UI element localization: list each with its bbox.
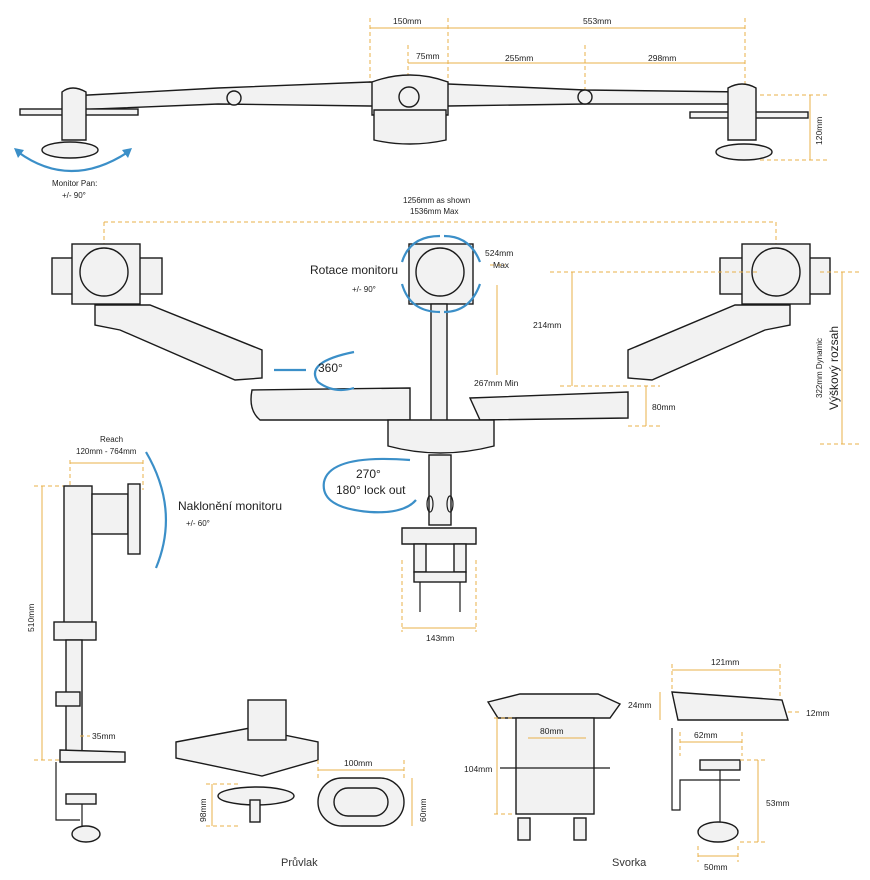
dim-553: 553mm <box>583 16 611 26</box>
grommet-dim-100: 100mm <box>344 758 372 768</box>
lock-label-180: 180° lock out <box>336 483 406 497</box>
reach-range: 120mm - 764mm <box>76 447 137 456</box>
dim-298: 298mm <box>648 53 676 63</box>
dim-214: 214mm <box>533 320 561 330</box>
pan-arrow-icon <box>17 151 129 173</box>
monitor-right <box>719 243 831 305</box>
grommet-dim-98: 98mm <box>198 798 208 822</box>
rotation-title: Rotace monitoru <box>310 263 398 277</box>
front-view: 1256mm as shown 1536mm Max <box>51 196 860 643</box>
dim-524: 524mm <box>485 248 513 258</box>
monitor-left <box>51 243 163 305</box>
width-max: 1536mm Max <box>410 207 458 216</box>
dim-143: 143mm <box>426 633 454 643</box>
dim-120: 120mm <box>814 117 824 145</box>
top-view: 150mm 553mm 75mm 255mm 298mm 120mm Monit… <box>14 16 830 200</box>
dim-150: 150mm <box>393 16 421 26</box>
dim-510: 510mm <box>26 604 36 632</box>
monitor-center <box>408 243 474 305</box>
grommet-caption: Průvlak <box>281 857 318 869</box>
side-view: Reach 120mm - 764mm 510mm 35mm Naklonění… <box>26 435 282 843</box>
rotation-arrow-icon <box>400 234 441 263</box>
dim-75: 75mm <box>416 51 440 61</box>
swivel-arrow-icon <box>313 350 355 392</box>
clamp-dim-62: 62mm <box>694 730 718 740</box>
dim-35: 35mm <box>92 731 116 741</box>
dim-524-max: Max <box>493 260 510 270</box>
pan-label: Monitor Pan: <box>52 179 97 188</box>
rotation-range: +/- 90° <box>352 285 376 294</box>
clamp-dim-53: 53mm <box>766 798 790 808</box>
clamp-dim-50: 50mm <box>704 862 728 872</box>
clamp-dim-121: 121mm <box>711 657 739 667</box>
grommet-dim-60: 60mm <box>418 798 428 822</box>
dim-267-min: 267mm Min <box>474 378 519 388</box>
dim-322-dynamic: 322mm Dynamic <box>815 338 824 398</box>
clamp-dim-12: 12mm <box>806 708 830 718</box>
height-range-label: Výškový rozsah <box>827 326 841 410</box>
lock-label-270: 270° <box>356 467 381 481</box>
lock-arrow-icon <box>322 457 417 514</box>
clamp-view: 104mm 80mm 121mm 24mm 12mm 62mm 53mm 50m… <box>464 657 830 872</box>
dim-255: 255mm <box>505 53 533 63</box>
dim-80: 80mm <box>652 402 676 412</box>
clamp-dim-24: 24mm <box>628 700 652 710</box>
grommet-view: 98mm 100mm 60mm Průvlak <box>175 699 428 869</box>
width-as-shown: 1256mm as shown <box>403 196 470 205</box>
clamp-dim-80: 80mm <box>540 726 564 736</box>
reach-label: Reach <box>100 435 123 444</box>
pan-range: +/- 90° <box>62 191 86 200</box>
clamp-caption: Svorka <box>612 857 647 869</box>
swivel-label: 360° <box>318 361 343 375</box>
clamp-dim-104: 104mm <box>464 764 492 774</box>
tilt-arrow-icon <box>145 451 168 569</box>
tilt-range: +/- 60° <box>186 519 210 528</box>
tilt-title: Naklonění monitoru <box>178 499 282 513</box>
